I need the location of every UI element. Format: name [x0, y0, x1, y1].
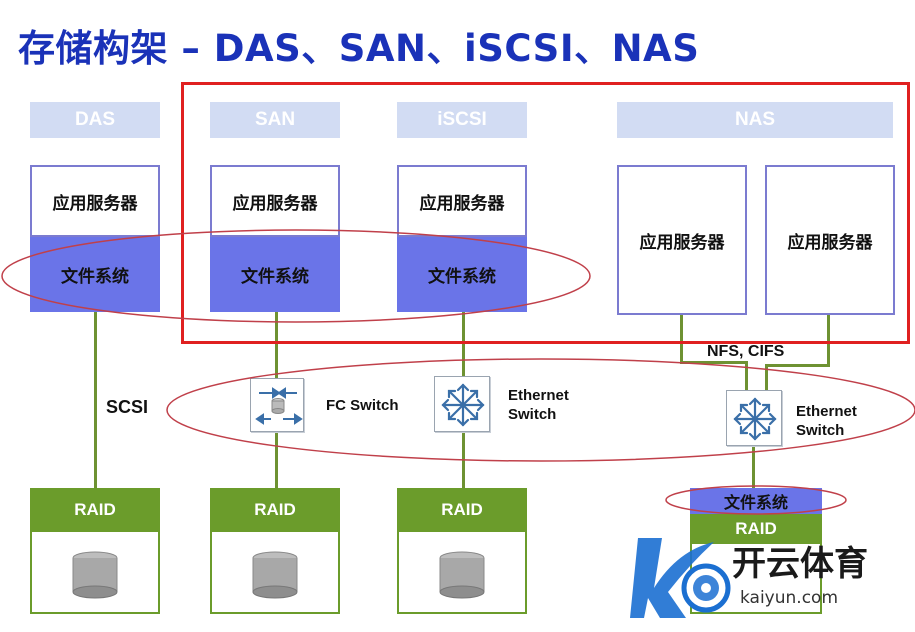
fc-switch-label: FC Switch — [326, 397, 399, 414]
iscsi-filesystem: 文件系统 — [397, 237, 527, 312]
nas-wire-bottom — [752, 445, 755, 488]
nas-wire-right-up — [765, 364, 768, 391]
switch-group-ellipse — [166, 358, 915, 462]
nas-raid: RAID — [690, 514, 822, 544]
iscsi-ethernet-switch-icon — [434, 376, 490, 432]
nas-wire-right-h — [765, 364, 830, 367]
nas-filesystem-ellipse — [665, 485, 847, 515]
watermark-brand: 开云体育 — [732, 544, 868, 584]
watermark: 开云体育 kaiyun.com — [628, 530, 908, 626]
iscsi-raid: RAID — [397, 488, 527, 532]
das-disk-icon — [72, 551, 118, 599]
filesystem-group-ellipse — [1, 229, 591, 323]
nas-filesystem: 文件系统 — [690, 488, 822, 514]
nfs-cifs-label: NFS, CIFS — [707, 343, 785, 360]
fc-switch-icon — [250, 378, 304, 432]
nas-wire-right-down — [827, 315, 830, 366]
scsi-label: SCSI — [106, 397, 149, 417]
san-app-server: 应用服务器 — [210, 165, 340, 237]
iscsi-raid-body — [397, 532, 527, 614]
das-raid: RAID — [30, 488, 160, 532]
das-header: DAS — [30, 102, 160, 138]
network-storage-highlight — [181, 82, 910, 344]
iscsi-switch-label-2: Switch — [508, 406, 557, 423]
nas-header: NAS — [617, 102, 893, 138]
das-raid-body — [30, 532, 160, 614]
das-scsi-wire — [94, 312, 97, 488]
san-raid: RAID — [210, 488, 340, 532]
san-wire-bottom — [275, 432, 278, 488]
nas-wire-left-down — [680, 315, 683, 363]
nas-switch-label-2: Switch — [796, 422, 845, 439]
das-app-server: 应用服务器 — [30, 165, 160, 237]
nas-app-server-1: 应用服务器 — [617, 165, 747, 315]
das-filesystem: 文件系统 — [30, 237, 160, 312]
iscsi-disk-icon — [439, 551, 485, 599]
iscsi-switch-label-1: Ethernet — [508, 387, 569, 404]
iscsi-header: iSCSI — [397, 102, 527, 138]
iscsi-app-server: 应用服务器 — [397, 165, 527, 237]
san-wire-top — [275, 312, 278, 378]
kaiyun-logo-icon — [630, 538, 731, 618]
san-header: SAN — [210, 102, 340, 138]
san-raid-body — [210, 532, 340, 614]
iscsi-wire-top — [462, 312, 465, 376]
page-title: 存储构架 – DAS、SAN、iSCSI、NAS — [18, 27, 700, 70]
nas-ethernet-switch-icon — [726, 390, 782, 446]
nas-wire-left-h — [680, 361, 748, 364]
nas-switch-label-1: Ethernet — [796, 403, 857, 420]
san-disk-icon — [252, 551, 298, 599]
san-filesystem: 文件系统 — [210, 237, 340, 312]
watermark-site: kaiyun.com — [740, 588, 839, 608]
nas-app-server-2: 应用服务器 — [765, 165, 895, 315]
nas-wire-left-up — [745, 361, 748, 391]
